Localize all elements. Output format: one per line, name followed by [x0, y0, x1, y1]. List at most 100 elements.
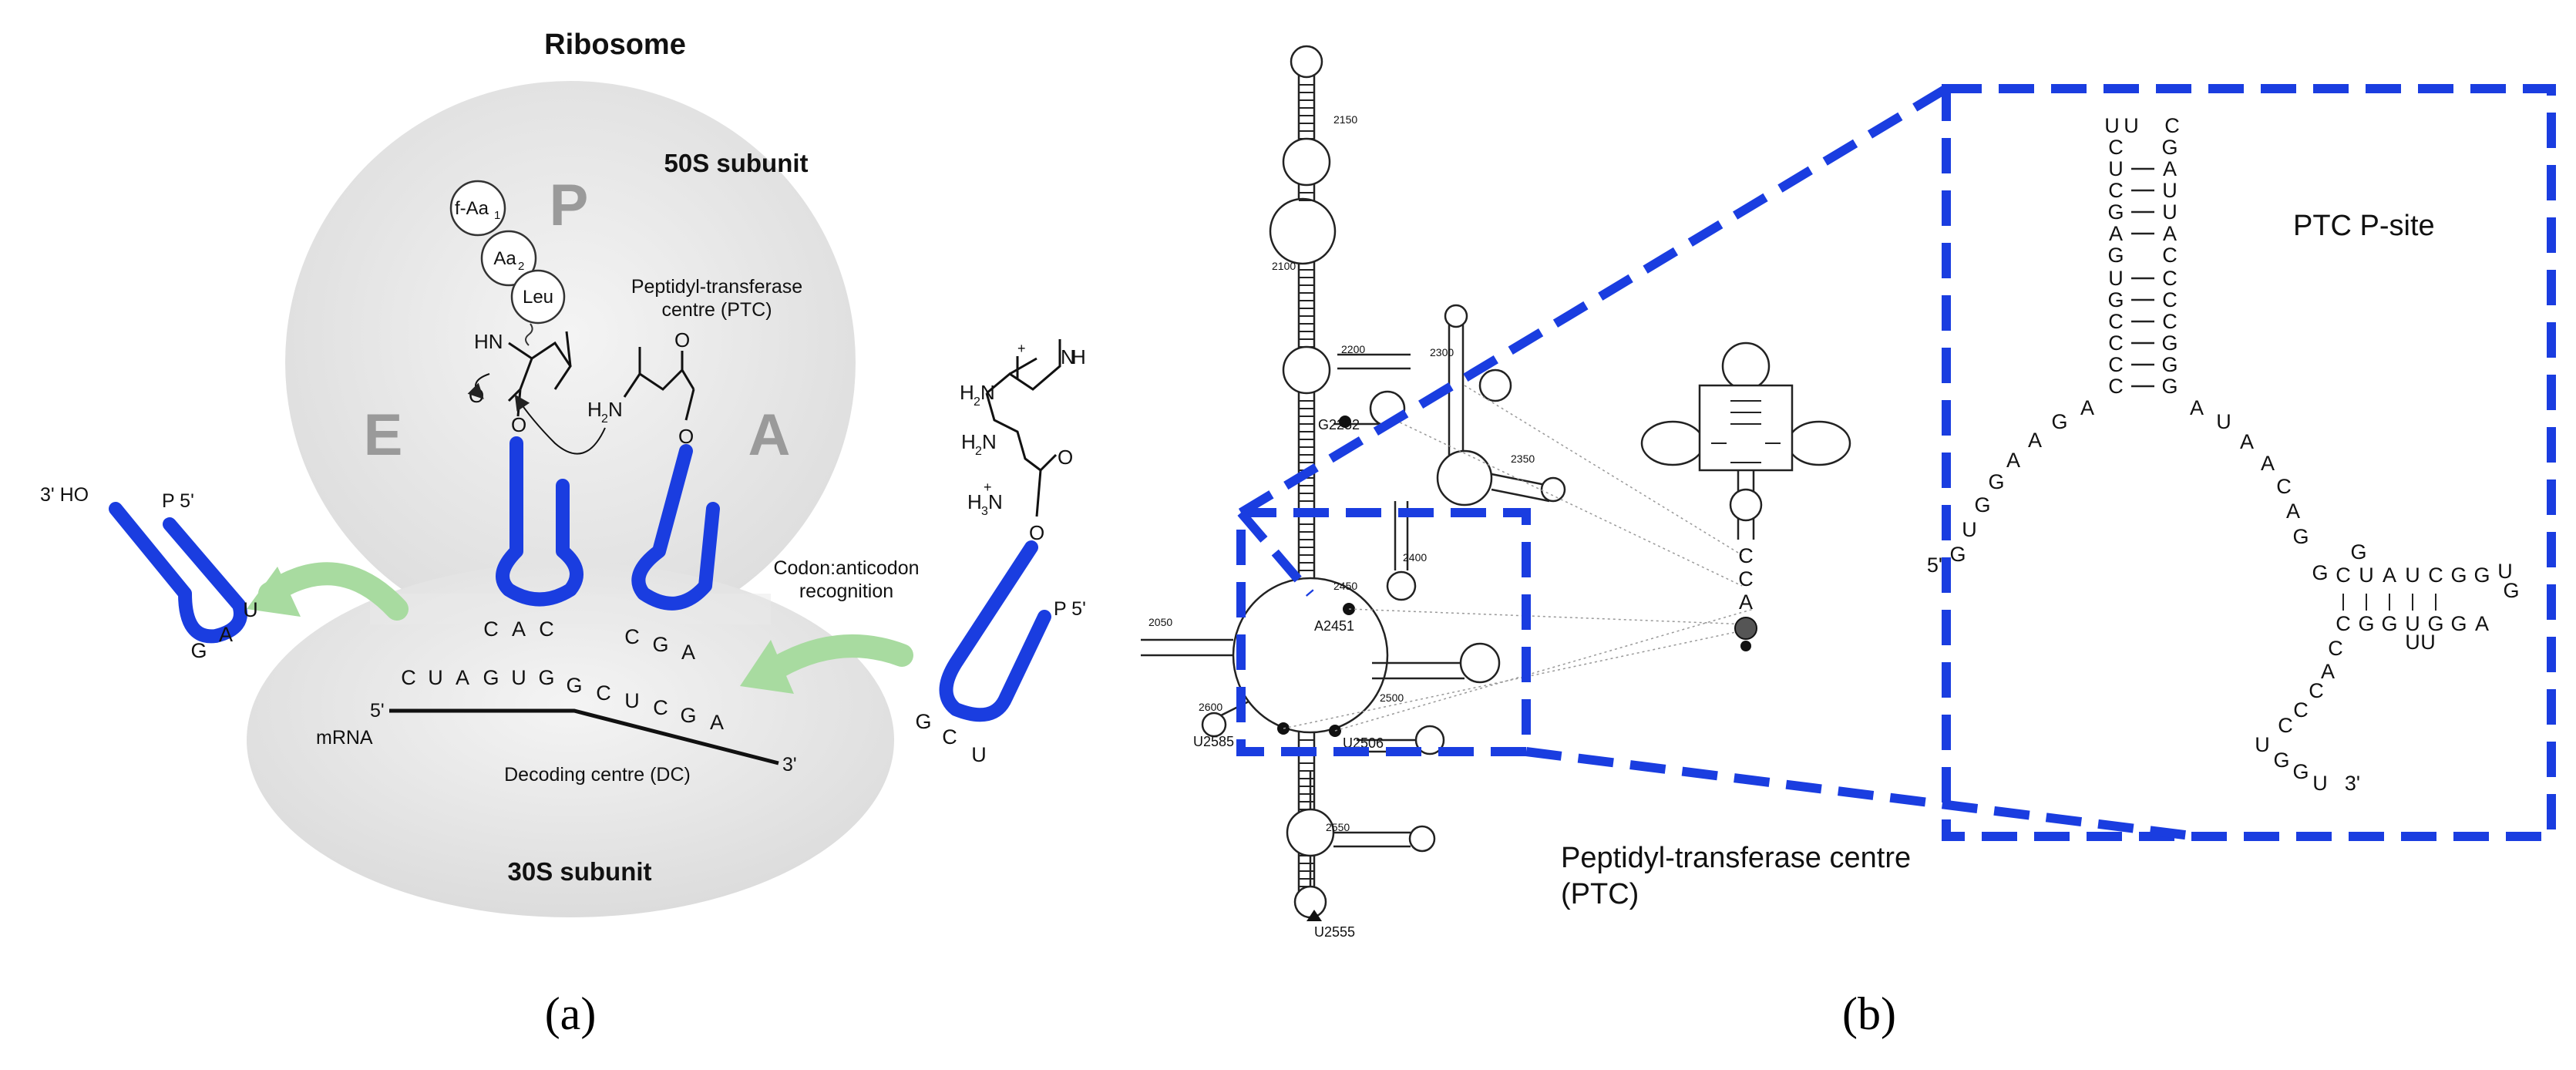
- arg-h3n-sub: 3: [981, 505, 988, 518]
- cca-base: C: [1738, 544, 1754, 567]
- hairpin-stem-right-base: A: [2163, 157, 2177, 180]
- exit-arrow: [258, 562, 409, 621]
- num-2300: 2300: [1430, 346, 1454, 358]
- hairpin-stem-left-base: G: [2107, 200, 2124, 224]
- hairpin-red-tail-base: G: [2273, 749, 2289, 772]
- ptc-psite-label: PTC P-site: [2293, 210, 2435, 242]
- panel-a: Ribosome 50S subunit 30S subunit P E A P…: [40, 29, 1086, 1039]
- mrna-base: A: [456, 666, 469, 689]
- hairpin-stem-left-base: G: [2107, 244, 2124, 267]
- mrna-3prime: 3': [782, 754, 797, 776]
- residue-u2555: U2555: [1314, 924, 1355, 940]
- hairpin-small-loop-base: G: [2503, 579, 2519, 602]
- hairpin-loop-base: U: [2124, 114, 2139, 137]
- ptc-label-b-line2: (PTC): [1561, 878, 1639, 910]
- hairpin-five-prime: 5': [1927, 554, 1942, 577]
- incoming-anticodon-base: G: [915, 710, 931, 733]
- cca-base: C: [1738, 567, 1754, 591]
- hairpin-left-arm-base: G: [1988, 470, 2004, 493]
- hairpin-small-loop-base: U: [2497, 560, 2513, 583]
- hairpin-stem-left-base: C: [2108, 375, 2124, 398]
- mrna-base: C: [596, 681, 611, 705]
- hairpin-small-stem-bottom: U: [2405, 612, 2420, 635]
- hairpin-small-stem-bottom: G: [2450, 612, 2467, 635]
- arg-plus-low: +: [984, 479, 992, 495]
- hairpin-small-stem-top: A: [2383, 564, 2396, 587]
- trna-exiting: [109, 502, 247, 644]
- hairpin-left-arm-base: G: [1974, 493, 1990, 516]
- hairpin-right-arm-base: A: [2190, 396, 2204, 419]
- incoming-anticodon: GCU: [915, 710, 986, 766]
- a-ester-o: O: [678, 425, 694, 448]
- arg-h3n: H: [967, 490, 982, 513]
- hairpin-stem-right-base: A: [2163, 222, 2177, 245]
- residue-a2451: A2451: [1314, 618, 1354, 634]
- trna-cloverleaf: [1640, 342, 1851, 540]
- hairpin-three-prime: 3': [2345, 772, 2360, 795]
- hairpin-bulge-base: U: [2420, 631, 2436, 654]
- mrna-base: U: [624, 689, 640, 712]
- cca-end: CCA: [1738, 544, 1754, 614]
- hairpin-small-stem-top: G: [2473, 564, 2490, 587]
- arg-carbonyl-o: O: [1058, 446, 1073, 469]
- hairpin-stem-left-base: C: [2108, 179, 2124, 202]
- hairpin-small-stem-top: G: [2450, 564, 2467, 587]
- hairpin-tail-base: A: [2321, 660, 2335, 683]
- hairpin-right-arm-base: A: [2261, 452, 2275, 475]
- o-ester-label: O: [511, 413, 526, 436]
- hairpin-tail-base: C: [2293, 698, 2309, 722]
- ribosome-title: Ribosome: [544, 29, 686, 61]
- hn-label: HN: [474, 330, 503, 353]
- hairpin-small-stem-top: C: [2336, 564, 2351, 587]
- hairpin-red-tail-base: U: [2312, 772, 2328, 795]
- h2n-label: H: [587, 398, 602, 421]
- num-2350: 2350: [1511, 453, 1535, 465]
- exiting-anticodon-base: A: [219, 623, 233, 646]
- arg-nh: N: [1061, 345, 1075, 368]
- arg-h2n-mid-n: N: [982, 430, 997, 453]
- trna-p-site: [496, 436, 583, 607]
- incoming-anticodon-base: U: [971, 743, 987, 766]
- residue-u2585: U2585: [1193, 734, 1234, 749]
- ptc-label-b-line1: Peptidyl-transferase centre: [1561, 842, 1911, 874]
- num-2550: 2550: [1326, 821, 1350, 833]
- hairpin-tail-base: C: [2328, 637, 2343, 660]
- dotted-connectors: [1283, 385, 1754, 732]
- num-2600: 2600: [1199, 701, 1222, 713]
- caption-a: (a): [545, 988, 597, 1039]
- hairpin-red-tail-base: U: [2255, 733, 2270, 756]
- p-site-chemistry: [507, 331, 572, 417]
- leu-label: Leu: [523, 287, 553, 308]
- num-2450: 2450: [1333, 580, 1357, 592]
- hairpin-small-stem-top: U: [2405, 564, 2420, 587]
- aa1-subscript: 1: [494, 209, 500, 222]
- hairpin-stem-right-base: U: [2162, 200, 2177, 224]
- residue-g2252: G2252: [1318, 417, 1360, 432]
- trna-inner-ticks: [1711, 400, 1781, 463]
- h2n-subscript: 2: [601, 412, 608, 426]
- a-carbonyl-o: O: [674, 328, 690, 352]
- arg-h2n-mid: H: [961, 430, 976, 453]
- mrna-label: mRNA: [316, 727, 373, 749]
- hairpin-small-stem-bottom: G: [2427, 612, 2443, 635]
- hairpin-loop-base: C: [2164, 114, 2180, 137]
- aa2-label: Aa: [493, 248, 516, 269]
- exiting-anticodon-base: U: [243, 598, 258, 621]
- hairpin-tail-base: C: [2309, 679, 2324, 702]
- num-2100: 2100: [1272, 260, 1296, 272]
- hairpin-stem-left-base: C: [2108, 310, 2124, 333]
- mrna-5prime: 5': [370, 700, 385, 722]
- exiting-anticodon: GAU: [190, 598, 257, 662]
- hairpin-small-stem-top: C: [2428, 564, 2443, 587]
- entry-arrow: [767, 634, 913, 678]
- aa1-label: f-Aa: [455, 198, 489, 219]
- num-2150: 2150: [1333, 113, 1357, 126]
- a-anticodon-base: C: [624, 625, 640, 648]
- hairpin-left-arm-base: G: [1949, 543, 1966, 566]
- ptc-label-line2: centre (PTC): [661, 299, 772, 321]
- site-p-label: P: [550, 173, 589, 238]
